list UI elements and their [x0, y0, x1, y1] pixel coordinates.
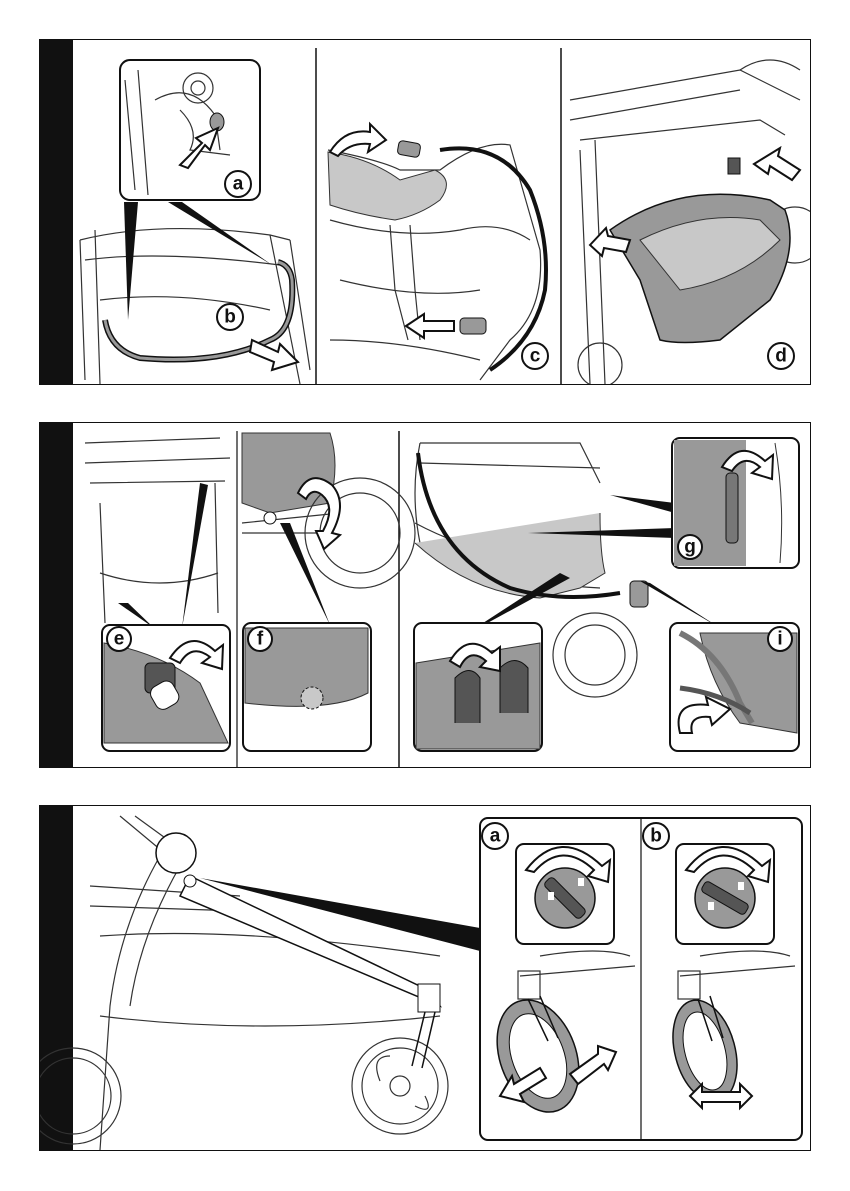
mesh-panel	[328, 152, 446, 220]
label-d: d	[775, 346, 787, 367]
arrow-d-right	[754, 148, 800, 180]
curved-arrow-c	[330, 124, 386, 156]
label-a-3: a	[490, 826, 501, 847]
label-e: e	[114, 629, 125, 650]
rotate-arrow-f	[298, 478, 340, 549]
instruction-panel-2: e f g	[39, 422, 811, 768]
panel-3-illustration: a b	[40, 806, 810, 1150]
label-i: i	[777, 629, 782, 650]
label-b: b	[224, 307, 236, 328]
label-c: c	[530, 346, 541, 367]
pointer-wedge-a	[124, 202, 138, 320]
label-g: g	[684, 537, 696, 558]
arrow-left-c	[406, 314, 454, 338]
frame-sketch-e	[85, 438, 230, 623]
panel-1-illustration: a b c d	[40, 40, 810, 384]
instruction-panel-3: a b	[39, 805, 811, 1151]
label-a: a	[233, 174, 244, 195]
label-f: f	[257, 629, 264, 650]
label-b-3: b	[650, 826, 662, 847]
arrow-pull-b	[250, 340, 298, 370]
panel-2-illustration: e f g	[40, 423, 810, 767]
instruction-panel-1: a b c d	[39, 39, 811, 385]
